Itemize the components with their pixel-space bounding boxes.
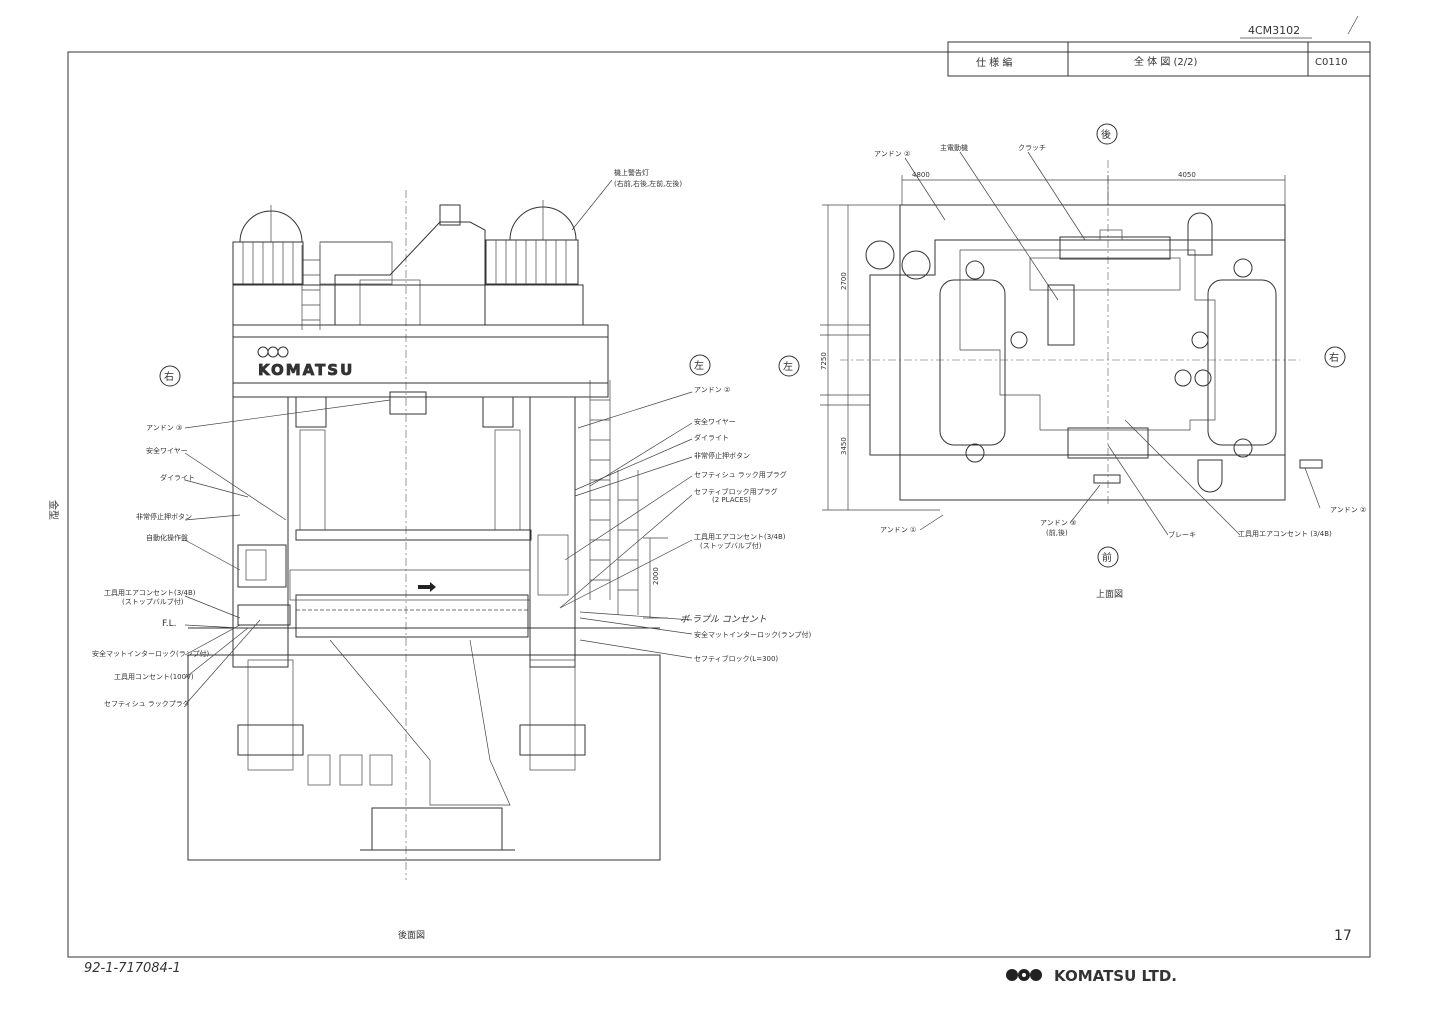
label-stop-valve-right: (ストップバルブ付) (700, 541, 762, 550)
top-view-drawing (820, 160, 1323, 511)
doc-number: 4CM3102 (1248, 24, 1300, 37)
top-label-brake: ブレーキ (1168, 530, 1196, 539)
label-warning-lamp-pos: (右前,右後,左前,左後) (614, 179, 682, 188)
label-safety-block: セフティブロック(L=300) (694, 654, 778, 663)
title-text: 全 体 図 (2/2) (1134, 55, 1198, 68)
machine-logo-text: KOMATSU (258, 361, 354, 379)
label-fl: F.L. (162, 619, 176, 629)
top-direction-right: 右 (1324, 346, 1346, 368)
rear-view-drawing (187, 190, 668, 880)
label-die-light-left: ダイライト (160, 473, 195, 482)
label-mat-interlock-right: 安全マットインターロック(ランプ付) (694, 630, 812, 639)
top-label-andon3: アンドン ③ (1040, 519, 1076, 527)
top-dim-7250: 7250 (820, 352, 828, 370)
label-safety-plug-left: セフティシュ ラックプラグ (104, 699, 190, 708)
top-label-andon2-right: アンドン ② (1330, 506, 1366, 514)
rear-right-leaders (559, 179, 693, 659)
svg-text:右: 右 (1329, 351, 1339, 364)
label-air-outlet-left: 工具用エアコンセント(3/4B) (104, 589, 196, 597)
top-dim-4800: 4800 (912, 171, 930, 179)
top-direction-front: 前 (1097, 546, 1119, 568)
top-view-caption: 上面図 (1096, 589, 1123, 600)
page-number: 17 (1334, 928, 1352, 944)
label-estop-left: 非常停止押ボタン (136, 512, 192, 521)
svg-text:前: 前 (1102, 551, 1112, 564)
label-safety-rack-plug: セフティシュ ラック用プラグ (694, 470, 787, 479)
top-label-andon1: アンドン ① (880, 526, 916, 534)
title-code: C0110 (1315, 57, 1347, 68)
label-andon2-rear: アンドン ② (694, 386, 730, 394)
label-outlet-100v: 工具用コンセント(100V) (114, 673, 194, 681)
label-andon3: アンドン ③ (146, 424, 182, 432)
top-label-andon2: アンドン ② (874, 150, 910, 158)
label-safety-block-plug: セフティブロック用プラグ (694, 487, 778, 496)
top-label-main-motor: 主電動機 (940, 143, 968, 152)
rear-direction-left: 左 (689, 354, 711, 376)
rear-view-caption: 後面図 (398, 929, 425, 941)
rear-dim-2000: 2000 (652, 567, 660, 585)
top-label-air-outlet: 工具用エアコンセント (3/4B) (1238, 530, 1332, 538)
top-dim-4050: 4050 (1178, 171, 1196, 179)
title-block: 仕 様 編 全 体 図 (2/2) C0110 (947, 41, 1371, 77)
top-label-clutch: クラッチ (1018, 144, 1046, 152)
top-dim-3450: 3450 (840, 437, 848, 455)
label-warning-lamp: 機上警告灯 (614, 168, 649, 177)
label-die-light-right: ダイライト (694, 433, 729, 442)
label-estop-right: 非常停止押ボタン (694, 451, 750, 460)
top-direction-rear: 後 (1096, 123, 1118, 145)
label-safety-wire-right: 安全ワイヤー (694, 417, 736, 426)
label-auto-panel: 自動化操作盤 (146, 533, 188, 542)
label-bolster-outlet: ボ ラプル コンセント (680, 614, 767, 625)
top-dim-2700: 2700 (840, 272, 848, 290)
svg-text:左: 左 (694, 359, 704, 372)
top-view-leaders (904, 151, 1321, 536)
rear-direction-right: 右 (159, 365, 181, 387)
svg-text:後: 後 (1101, 128, 1111, 141)
svg-text:右: 右 (164, 370, 174, 383)
sheet-border (67, 51, 1371, 958)
company-logo-icon (1006, 969, 1042, 981)
machine-logo-icon (257, 346, 289, 358)
handwritten-ref: 92-1-717084-1 (84, 961, 181, 976)
rear-left-leaders (184, 399, 391, 706)
company-name: KOMATSU LTD. (1054, 967, 1177, 985)
svg-text:左: 左 (783, 360, 793, 373)
label-mat-interlock-left: 安全マットインターロック(ランプ付) (92, 649, 210, 658)
label-air-outlet-right: 工具用エアコンセント(3/4B) (694, 533, 786, 541)
title-category: 仕 様 編 (976, 56, 1012, 69)
margin-note: 金型 (47, 500, 60, 520)
top-direction-left: 左 (778, 355, 800, 377)
top-label-andon3-sub: (前,後) (1046, 528, 1068, 537)
label-safety-wire-left: 安全ワイヤー (146, 446, 188, 455)
label-stop-valve-left: (ストップバルブ付) (122, 597, 184, 606)
label-two-places: (2 PLACES) (712, 496, 751, 504)
